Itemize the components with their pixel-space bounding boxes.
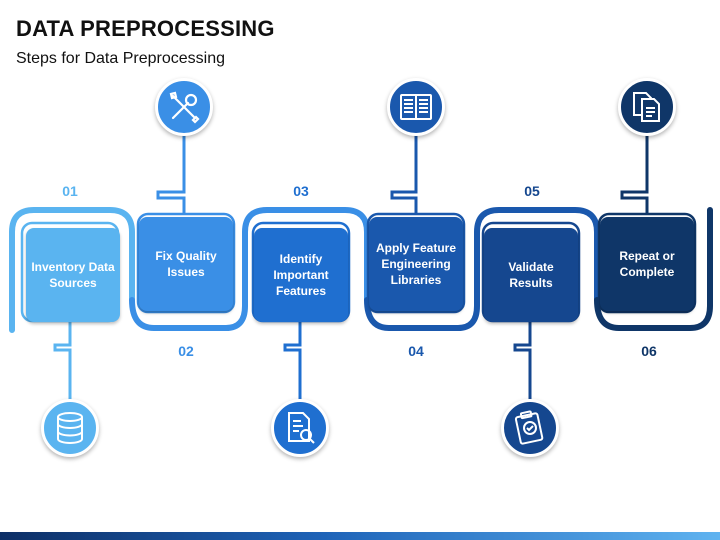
bottom-accent-bar	[0, 532, 720, 540]
step-box-5: Validate Results	[484, 228, 578, 322]
step-box-1: Inventory Data Sources	[26, 228, 120, 322]
step-box-3: Identify Important Features	[254, 228, 348, 322]
page-title: DATA PREPROCESSING	[16, 16, 275, 41]
step-box-6: Repeat or Complete	[600, 217, 694, 311]
track-segment-1	[9, 207, 135, 333]
connector-2	[156, 135, 186, 214]
step-number-06: 06	[641, 343, 657, 359]
serpentine-track	[9, 207, 713, 333]
page-subtitle: Steps for Data Preprocessing	[16, 50, 225, 67]
connector-3	[283, 322, 302, 400]
document-search-icon	[271, 399, 329, 457]
connector-1	[53, 322, 72, 400]
track-segment-3	[364, 207, 600, 331]
step-number-01: 01	[62, 183, 78, 199]
connector-6	[620, 135, 649, 214]
track-segment-4	[594, 207, 713, 331]
step-number-03: 03	[293, 183, 309, 199]
step-number-05: 05	[524, 183, 540, 199]
step-box-4: Apply Feature Engineering Libraries	[369, 217, 463, 311]
step-number-02: 02	[178, 343, 194, 359]
step-box-2: Fix Quality Issues	[139, 217, 233, 311]
clipboard-check-icon	[501, 399, 559, 457]
connector-4	[390, 135, 418, 214]
connectors	[53, 135, 649, 400]
connector-5	[513, 322, 532, 400]
database-icon	[41, 399, 99, 457]
step-number-04: 04	[408, 343, 424, 359]
open-book-icon	[387, 78, 445, 136]
track-segment-2	[129, 207, 370, 331]
tools-icon	[155, 78, 213, 136]
documents-icon	[618, 78, 676, 136]
